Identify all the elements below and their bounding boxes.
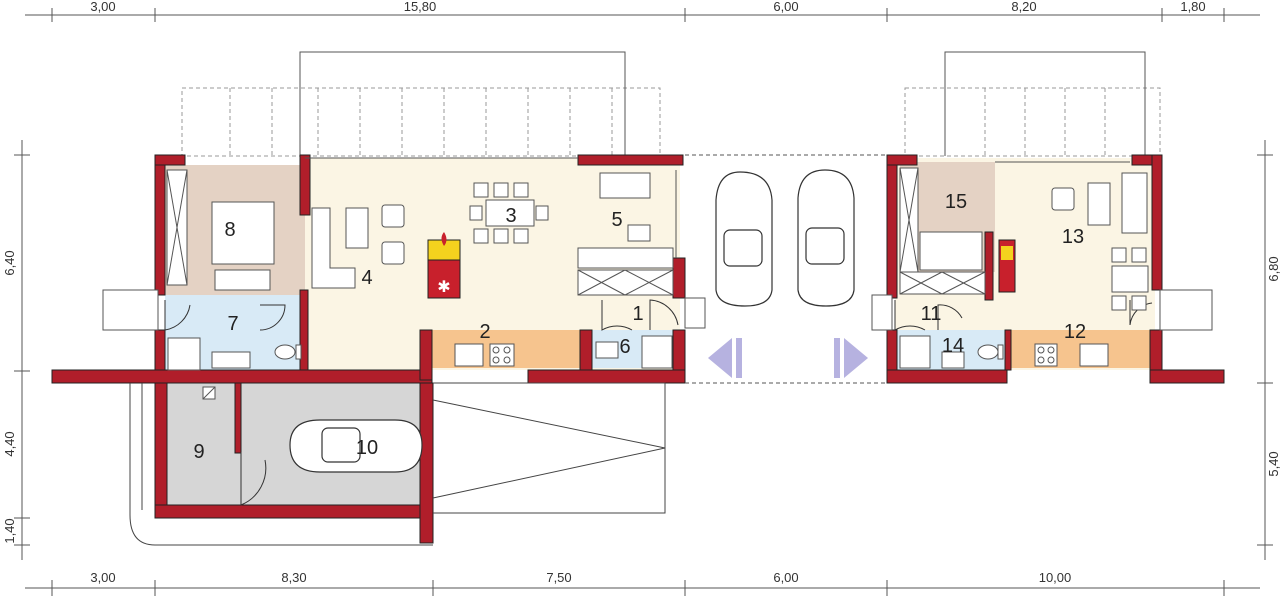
interior-lines [305, 154, 1130, 384]
dim-top-5: 1,80 [1180, 0, 1205, 14]
driveway-arrows [708, 338, 868, 378]
room-label-4: 4 [361, 267, 372, 289]
room-label-6: 6 [619, 336, 630, 358]
dim-right-1: 6,80 [1266, 256, 1281, 281]
table-icon [485, 199, 1149, 293]
door-swing-icon [894, 300, 926, 331]
door-swing-icon [240, 452, 267, 506]
room-label-2: 2 [479, 321, 490, 343]
door-swing-icon [649, 299, 679, 330]
sofa-icon [311, 172, 1148, 289]
sink-icon [211, 341, 965, 369]
dim-left-1: 6,40 [2, 250, 17, 275]
shower-icon [167, 335, 931, 371]
dimension-lines [14, 8, 1273, 596]
pergola-right [904, 87, 1161, 157]
dim-bottom-2: 8,30 [281, 570, 306, 585]
room-label-8: 8 [224, 219, 235, 241]
car-icon [289, 169, 855, 473]
room-label-11: 11 [921, 303, 942, 325]
room-label-1: 1 [632, 303, 643, 325]
dim-left-3: 1,40 [2, 518, 17, 543]
walls [51, 154, 1225, 544]
door-swing-icon [164, 300, 191, 331]
toilet-icon [202, 344, 1004, 400]
terrace-frames [299, 51, 1146, 156]
dim-bottom-4: 6,00 [773, 570, 798, 585]
dimension-labels: 3,00 15,80 6,00 8,20 1,80 3,00 8,30 7,50… [2, 0, 1281, 585]
doors [164, 299, 1153, 506]
side-openings [102, 289, 1213, 331]
room-label-14: 14 [942, 335, 964, 357]
dim-bottom-5: 10,00 [1039, 570, 1072, 585]
room-label-7: 7 [227, 313, 238, 335]
door-swing-icon [937, 304, 963, 330]
wardrobe [166, 167, 986, 296]
chair-icon [381, 182, 1147, 311]
svg-text:✱: ✱ [437, 279, 450, 296]
arrow-right-icon [844, 338, 868, 378]
dim-top-3: 6,00 [773, 0, 798, 14]
door-swing-icon [1129, 300, 1153, 326]
arrow-left-icon [708, 338, 732, 378]
dim-top-1: 3,00 [90, 0, 115, 14]
room-label-9: 9 [193, 441, 204, 463]
stove-icon [454, 247, 1109, 367]
dim-bottom-1: 3,00 [90, 570, 115, 585]
room-label-3: 3 [505, 205, 516, 227]
bed-icon [211, 201, 983, 291]
dim-top-4: 8,20 [1011, 0, 1036, 14]
room-label-13: 13 [1062, 226, 1084, 248]
door-swing-icon [259, 304, 286, 331]
garage-ramp [129, 382, 666, 546]
dim-right-2: 5,40 [1266, 451, 1281, 476]
room-labels: 1 2 3 4 5 6 7 8 9 10 11 12 13 14 15 [193, 191, 1086, 463]
dim-bottom-3: 7,50 [546, 570, 571, 585]
room-label-15: 15 [945, 191, 967, 213]
room-label-12: 12 [1064, 321, 1086, 343]
room-label-5: 5 [611, 209, 622, 231]
fireplace-icon: ✱ [427, 232, 1016, 299]
pergola-left [181, 87, 661, 157]
dim-left-2: 4,40 [2, 431, 17, 456]
door-swing-icon [601, 300, 633, 331]
dim-top-2: 15,80 [404, 0, 437, 14]
room-label-10: 10 [356, 437, 378, 459]
